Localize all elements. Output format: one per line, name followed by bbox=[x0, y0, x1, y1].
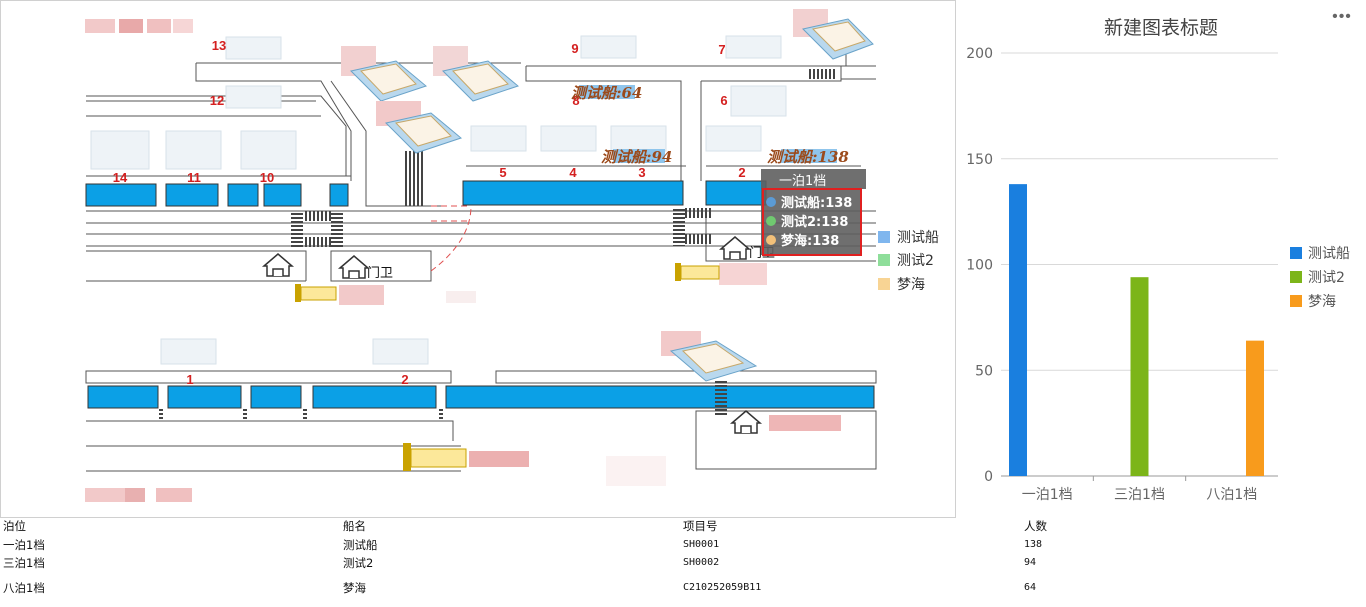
berth-number: 12 bbox=[210, 93, 224, 108]
table-row: 八泊1档 梦海 C210252059B11 64 bbox=[0, 580, 1366, 598]
legend-item[interactable]: 测试2 bbox=[1308, 270, 1345, 286]
tooltip-dot bbox=[766, 235, 776, 245]
tooltip-row: 测试2:138 bbox=[781, 214, 848, 230]
blurred-footer-text bbox=[85, 488, 192, 502]
chart-title: 新建图表标题 bbox=[1104, 17, 1218, 39]
more-horizontal-icon[interactable]: ••• bbox=[1332, 8, 1352, 25]
ship-icons bbox=[341, 9, 874, 382]
blurred-header-text bbox=[85, 19, 193, 33]
gate-barrier-icons bbox=[295, 263, 720, 471]
berth-number: 9 bbox=[571, 41, 578, 56]
bar[interactable] bbox=[1246, 340, 1264, 476]
table-cell: SH0002 bbox=[683, 557, 720, 568]
blurred-plate-labels bbox=[339, 263, 841, 486]
table-cell: 八泊1档 bbox=[3, 581, 45, 595]
table-row: 一泊1档 测试船 SH0001 138 bbox=[0, 537, 1366, 555]
legend-item[interactable]: 测试2 bbox=[897, 253, 934, 269]
tooltip-title: 一泊1档 bbox=[779, 174, 826, 189]
tooltip-row: 测试船:138 bbox=[781, 195, 852, 211]
table-header-row: 泊位 船名 项目号 人数 bbox=[0, 518, 1366, 536]
y-tick-label: 200 bbox=[966, 46, 993, 62]
table-cell: 一泊1档 bbox=[3, 538, 45, 552]
tooltip-row: 梦海:138 bbox=[781, 233, 839, 249]
berth-map: 门卫 门卫 13 12 14 11 10 9 8 7 6 5 4 3 2 1 2… bbox=[85, 9, 939, 502]
berth-number: 14 bbox=[113, 170, 128, 185]
table-cell: SH0001 bbox=[683, 539, 720, 550]
berth-number: 3 bbox=[638, 165, 645, 180]
berth-number: 1 bbox=[186, 372, 193, 387]
legend-swatch bbox=[878, 254, 890, 266]
berth-data-table: 泊位 船名 项目号 人数 一泊1档 测试船 SH0001 138 三泊1档 测试… bbox=[0, 518, 1366, 607]
table-cell: C210252059B11 bbox=[683, 582, 762, 593]
ship-label: 测试船:138 bbox=[767, 148, 849, 166]
table-row: 三泊1档 测试2 SH0002 94 bbox=[0, 555, 1366, 573]
road-lines bbox=[85, 46, 877, 472]
x-tick-label: 一泊1档 bbox=[1022, 487, 1073, 503]
tooltip-dot bbox=[766, 197, 776, 207]
berth-number: 13 bbox=[212, 38, 226, 53]
table-header: 船名 bbox=[343, 519, 366, 533]
table-cell: 梦海 bbox=[343, 581, 366, 595]
ship-label: 测试船:94 bbox=[601, 148, 672, 166]
tooltip-highlight-box bbox=[762, 188, 862, 256]
berth-bars-bottom bbox=[87, 385, 875, 409]
ship-label: 测试船:64 bbox=[571, 84, 642, 102]
bar-chart-panel: 新建图表标题 0 50 100 150 200 一泊1档 三泊1档 八泊1档 测试船测试2 梦… bbox=[956, 0, 1366, 518]
berth-number: 8 bbox=[572, 93, 579, 108]
table-header: 泊位 bbox=[3, 519, 26, 533]
curved-road bbox=[430, 205, 472, 272]
map-legend[interactable]: 测试船 测试2 梦海 bbox=[878, 230, 939, 293]
bar[interactable] bbox=[1130, 277, 1149, 476]
legend-swatch bbox=[1290, 295, 1302, 307]
table-cell: 测试船 bbox=[343, 538, 378, 552]
berth-map-panel: 门卫 门卫 13 12 14 11 10 9 8 7 6 5 4 3 2 1 2… bbox=[0, 0, 956, 518]
table-cell: 测试2 bbox=[343, 556, 374, 570]
berth-number: 5 bbox=[499, 165, 506, 180]
legend-item[interactable]: 梦海 bbox=[1308, 294, 1336, 310]
berth-number: 4 bbox=[569, 165, 577, 180]
ship-labels: 测试船:64 测试船:94 测试船:138 bbox=[571, 84, 849, 166]
building-thumbnails bbox=[90, 35, 787, 365]
table-cell: 三泊1档 bbox=[3, 556, 45, 570]
tooltip-dot bbox=[766, 216, 776, 226]
table-header: 项目号 bbox=[683, 519, 718, 533]
legend-item[interactable]: 测试船 bbox=[1308, 246, 1350, 262]
berth-tooltip: 一泊1档 测试船:138 测试2:138 梦海:138 bbox=[761, 169, 866, 256]
house-icons bbox=[261, 236, 763, 434]
y-tick-label: 0 bbox=[984, 469, 993, 485]
bar[interactable] bbox=[1009, 184, 1027, 476]
berth-numbers: 13 12 14 11 10 9 8 7 6 5 4 3 2 1 2 bbox=[113, 38, 746, 387]
y-tick-label: 50 bbox=[975, 363, 993, 379]
y-tick-label: 100 bbox=[966, 258, 993, 274]
y-tick-label: 150 bbox=[966, 152, 993, 168]
legend-swatch bbox=[878, 278, 890, 290]
berth-number: 2 bbox=[401, 372, 408, 387]
berth-number: 10 bbox=[260, 170, 274, 185]
berth-bars-top bbox=[85, 180, 767, 207]
x-tick-label: 三泊1档 bbox=[1114, 487, 1165, 503]
berth-number: 2 bbox=[738, 165, 745, 180]
table-cell: 138 bbox=[1024, 539, 1043, 550]
table-cell: 94 bbox=[1024, 557, 1037, 568]
ladder-track bbox=[405, 151, 423, 206]
legend-item[interactable]: 测试船 bbox=[897, 230, 939, 246]
legend-item[interactable]: 梦海 bbox=[897, 277, 925, 293]
table-header: 人数 bbox=[1024, 519, 1047, 533]
legend-swatch bbox=[1290, 247, 1302, 259]
x-tick-label: 八泊1档 bbox=[1206, 487, 1257, 503]
gate-label-left: 门卫 bbox=[367, 266, 393, 281]
legend-swatch bbox=[878, 231, 890, 243]
berth-number: 11 bbox=[187, 170, 201, 185]
berth-number: 6 bbox=[720, 93, 727, 108]
berth-number: 7 bbox=[718, 42, 725, 57]
legend-swatch bbox=[1290, 271, 1302, 283]
table-cell: 64 bbox=[1024, 582, 1037, 593]
